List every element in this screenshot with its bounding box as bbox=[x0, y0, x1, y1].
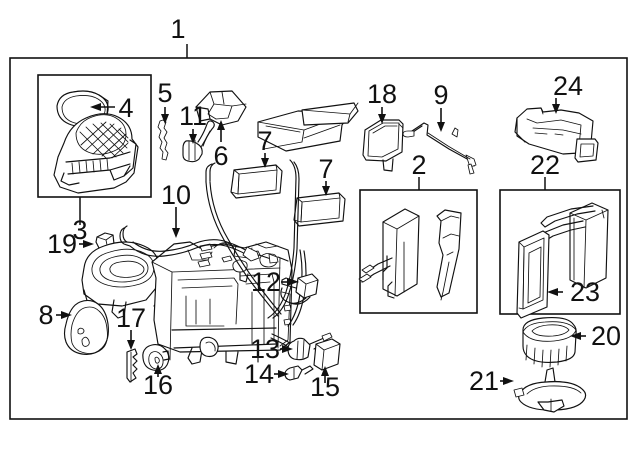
callout-label-2: 2 bbox=[411, 150, 426, 180]
outer-assembly-frame bbox=[9, 57, 628, 420]
callout-label-22: 22 bbox=[530, 150, 560, 180]
retainer-clip bbox=[157, 119, 169, 161]
callout-arrow-5 bbox=[161, 107, 169, 124]
callout-arrow-4 bbox=[90, 103, 115, 111]
heater-core-group-box bbox=[499, 189, 621, 315]
callout-label-5: 5 bbox=[157, 78, 172, 108]
callout-arrow-23 bbox=[547, 288, 563, 296]
duct-strip bbox=[301, 102, 359, 126]
access-cover-plate bbox=[63, 299, 109, 355]
callout-arrow-21 bbox=[500, 377, 514, 385]
callout-label-7-upper: 7 bbox=[257, 126, 272, 156]
callout-label-20: 20 bbox=[591, 321, 621, 351]
vent-seal-lower bbox=[293, 192, 346, 227]
vent-seal-upper bbox=[230, 164, 283, 199]
callout-arrow-12 bbox=[281, 278, 298, 286]
callout-arrow-10 bbox=[172, 207, 180, 238]
callout-arrow-16 bbox=[154, 364, 162, 377]
blower-housing-group-box bbox=[37, 74, 152, 198]
callout-label-17: 17 bbox=[116, 303, 146, 333]
callout-label-21: 21 bbox=[469, 366, 499, 396]
blower-motor bbox=[513, 367, 587, 413]
callout-label-16: 16 bbox=[143, 370, 173, 400]
callout-label-9: 9 bbox=[433, 80, 448, 110]
callout-arrow-6 bbox=[217, 120, 225, 142]
callout-label-1: 1 bbox=[170, 14, 185, 44]
callout-label-6: 6 bbox=[213, 141, 228, 171]
evaporator-core bbox=[358, 208, 420, 299]
expansion-valve-grommet bbox=[182, 120, 215, 163]
callout-arrow-8 bbox=[56, 311, 72, 319]
callout-label-12: 12 bbox=[251, 267, 281, 297]
wire-connector-large bbox=[280, 273, 319, 305]
control-module bbox=[313, 338, 341, 371]
callout-arrow-14 bbox=[274, 370, 289, 378]
wire-connector-small bbox=[284, 365, 314, 381]
heater-core-seal bbox=[516, 230, 550, 319]
callout-label-18: 18 bbox=[367, 79, 397, 109]
callout-arrow-13 bbox=[280, 345, 293, 353]
callout-arrow-17 bbox=[127, 330, 135, 350]
callout-arrow-20 bbox=[570, 332, 586, 340]
callout-label-24: 24 bbox=[553, 71, 583, 101]
actuator-motor bbox=[142, 343, 170, 372]
callout-label-14: 14 bbox=[244, 359, 274, 389]
mounting-bracket bbox=[126, 348, 138, 383]
callout-arrow-7-lower bbox=[322, 181, 330, 196]
evaporator-bracket bbox=[436, 209, 462, 301]
defroster-duct bbox=[514, 107, 599, 163]
blower-wheel bbox=[522, 317, 577, 368]
callout-label-7-lower: 7 bbox=[318, 154, 333, 184]
heater-core bbox=[538, 202, 609, 289]
callout-label-13: 13 bbox=[250, 334, 280, 364]
callout-label-23: 23 bbox=[570, 277, 600, 307]
callout-arrow-18 bbox=[378, 107, 386, 124]
callout-arrow-7-upper bbox=[261, 153, 269, 168]
suction-discharge-tube bbox=[402, 122, 477, 175]
callout-label-3: 3 bbox=[72, 215, 87, 245]
blower-housing-case bbox=[53, 113, 139, 194]
blower-intake-mesh bbox=[79, 121, 129, 159]
callout-label-8: 8 bbox=[38, 300, 53, 330]
hvac-case-assembly bbox=[81, 241, 293, 365]
callout-label-11: 11 bbox=[179, 101, 207, 131]
blend-door-cover bbox=[362, 119, 404, 172]
callout-arrow-15 bbox=[321, 366, 329, 383]
callout-arrow-9 bbox=[437, 108, 445, 132]
wire-connector-boot bbox=[287, 332, 333, 361]
callout-label-19: 19 bbox=[47, 229, 77, 259]
callout-label-15: 15 bbox=[310, 372, 340, 402]
air-inlet-duct bbox=[195, 90, 247, 126]
callout-label-10: 10 bbox=[161, 180, 191, 210]
callout-label-4: 4 bbox=[118, 93, 133, 123]
callout-arrow-24 bbox=[552, 98, 560, 114]
callout-arrow-19 bbox=[79, 240, 94, 248]
callout-arrow-11 bbox=[189, 129, 197, 144]
